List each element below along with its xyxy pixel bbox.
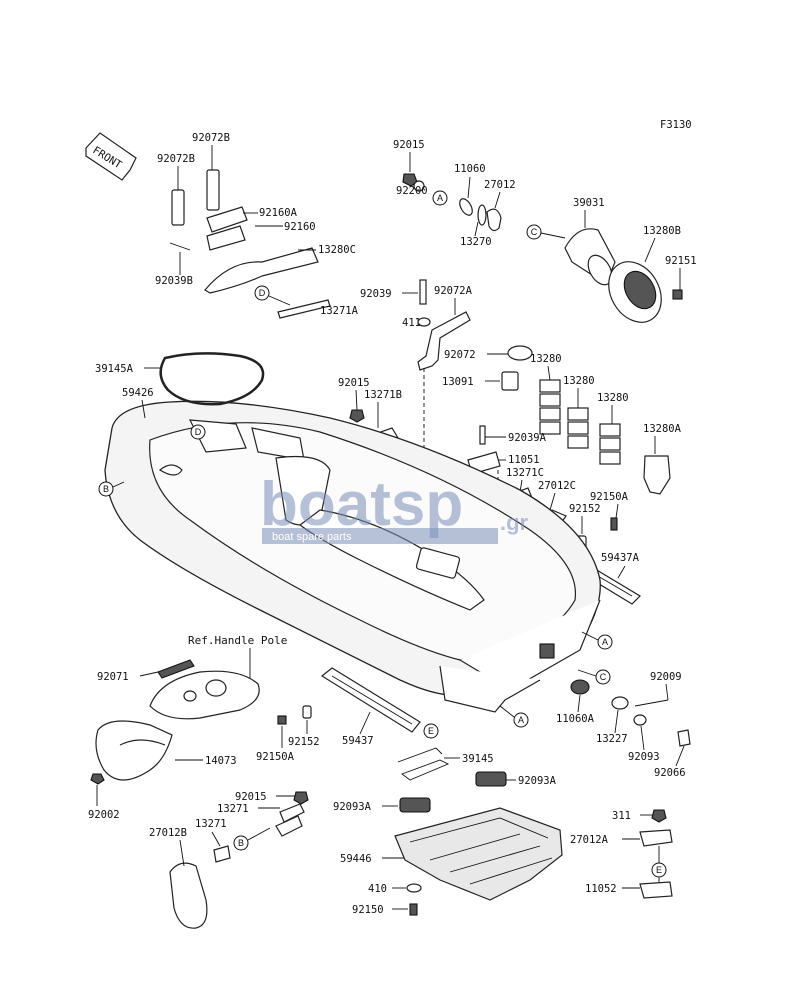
part-label: 13271C — [506, 467, 544, 479]
part-label: 92039A — [508, 432, 547, 444]
part-label: 92072A — [434, 285, 473, 297]
part-label: 92152 — [288, 736, 320, 748]
callout-a: A — [437, 193, 443, 203]
callout-a: A — [602, 637, 608, 647]
seal-ring — [159, 352, 265, 406]
handle-pole-mount — [149, 670, 260, 720]
part-label: 39145A — [95, 363, 134, 375]
part-label: 59437A — [601, 552, 640, 564]
watermark-brand: boatsp — [260, 470, 463, 539]
part-label: 13280A — [643, 423, 682, 435]
part-label: 13091 — [442, 376, 474, 388]
callout-d: D — [195, 427, 202, 437]
part-label: 92039B — [155, 275, 193, 287]
part-label: 92150A — [256, 751, 295, 763]
front-arrow: FRONT — [85, 132, 137, 181]
callout-b: B — [103, 484, 109, 494]
side-grille — [320, 667, 421, 733]
part-label: 11052 — [585, 883, 617, 895]
part-label: 27012B — [149, 827, 187, 839]
part-label: 13270 — [460, 236, 492, 248]
part-label: 14073 — [205, 755, 237, 767]
part-label: 11060 — [454, 163, 486, 175]
flap — [169, 862, 208, 929]
part-label: 27012A — [570, 834, 609, 846]
part-label: 11051 — [508, 454, 540, 466]
callout-b: B — [238, 838, 244, 848]
part-label: 92093 — [628, 751, 660, 763]
part-label: 92072B — [192, 132, 230, 144]
part-label: 92093A — [518, 775, 557, 787]
clip-stack-2 — [567, 407, 589, 449]
part-label: 92009 — [650, 671, 682, 683]
part-label: 27012C — [538, 480, 576, 492]
watermark-tagline: boat spare parts — [272, 531, 352, 543]
part-label: 92071 — [97, 671, 129, 683]
part-label: 92015 — [338, 377, 370, 389]
figure-code: F3130 — [660, 119, 692, 131]
part-label: 13280C — [318, 244, 356, 256]
callout-e: E — [428, 726, 434, 736]
part-label: 39145 — [462, 753, 494, 765]
part-label: 13280 — [597, 392, 629, 404]
part-label: 311 — [612, 810, 631, 822]
part-label: 92160 — [284, 221, 316, 233]
part-label: 92015 — [235, 791, 267, 803]
part-label: 39031 — [573, 197, 605, 209]
part-label: 92039 — [360, 288, 392, 300]
part-label: 410 — [368, 883, 387, 895]
callout-a: A — [518, 715, 524, 725]
seat-bracket-group — [169, 169, 331, 319]
part-label: 27012 — [484, 179, 516, 191]
part-label: 92152 — [569, 503, 601, 515]
watermark-suffix: .gr — [500, 510, 529, 535]
part-label: 92015 — [393, 139, 425, 151]
clip-stack-1 — [539, 379, 561, 435]
part-label: 92072 — [444, 349, 476, 361]
watermark: boatsp .gr boat spare parts — [260, 470, 529, 544]
part-label: 13271 — [217, 803, 249, 815]
part-label: 92200 — [396, 185, 428, 197]
part-label: 59437 — [342, 735, 374, 747]
part-label: 92072B — [157, 153, 195, 165]
part-label: 13280B — [643, 225, 681, 237]
part-label: 92066 — [654, 767, 686, 779]
ref-note: Ref.Handle Pole — [188, 634, 287, 647]
part-label: 13227 — [596, 733, 628, 745]
callout-c: C — [531, 227, 538, 237]
pump-cover — [394, 807, 563, 901]
part-label: 13271 — [195, 818, 227, 830]
part-label: 92002 — [88, 809, 120, 821]
part-label: 92160A — [259, 207, 298, 219]
callout-e: E — [656, 865, 662, 875]
part-label: 13271B — [364, 389, 402, 401]
part-label: 92150A — [590, 491, 629, 503]
part-label: 92093A — [333, 801, 372, 813]
part-label: 411 — [402, 317, 421, 329]
callout-d: D — [259, 288, 266, 298]
part-label: 59446 — [340, 853, 372, 865]
callout-c: C — [600, 672, 607, 682]
part-label: 13271A — [320, 305, 359, 317]
part-label: 11060A — [556, 713, 595, 725]
part-label: 59426 — [122, 387, 154, 399]
part-label: 92150 — [352, 904, 384, 916]
clip-stack-3 — [599, 423, 621, 465]
engine-cover — [95, 720, 173, 781]
part-label: 13280 — [530, 353, 562, 365]
part-label: 13280 — [563, 375, 595, 387]
part-label: 92151 — [665, 255, 697, 267]
